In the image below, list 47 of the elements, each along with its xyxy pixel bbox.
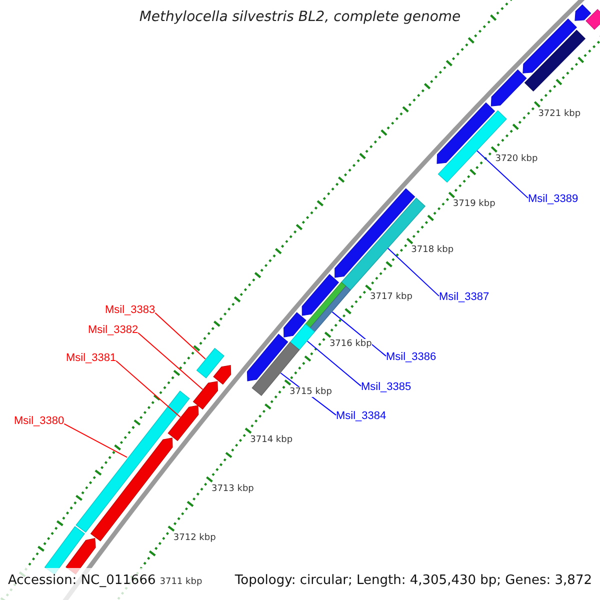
genome-info-text: Topology: circular; Length: 4,305,430 bp; Genes: 3,872 <box>234 574 592 589</box>
scale-label: 3721 kbp <box>538 108 581 120</box>
gene-label: Msil_3381 <box>66 352 116 365</box>
leader-line <box>387 248 440 297</box>
leader-line <box>476 150 528 199</box>
scale-label: 3711 kbp <box>160 577 202 588</box>
scale-label: 3713 kbp <box>211 484 254 494</box>
leader-line <box>138 332 204 390</box>
gene-feature <box>302 274 340 316</box>
gene-label: Msil_3386 <box>386 351 436 364</box>
gene-label: Msil_3385 <box>361 381 412 394</box>
leader-line <box>306 340 362 387</box>
accession-text: Accession: NC_011666 <box>8 574 156 589</box>
leader-line <box>332 311 386 357</box>
gene-label: Msil_3389 <box>528 193 578 206</box>
scale-label: 3716 kbp <box>329 339 372 350</box>
chart-title: Methylocella silvestris BL2, complete genome <box>139 9 461 26</box>
leader-line <box>116 360 181 418</box>
gene-feature <box>586 9 600 30</box>
gene-feature <box>246 334 288 382</box>
scale-label: 3717 kbp <box>370 292 412 302</box>
scale-label: 3719 kbp <box>452 199 496 210</box>
gene-feature <box>168 405 199 442</box>
scale-label: 3720 kbp <box>495 154 538 164</box>
gene-feature <box>522 18 577 74</box>
gene-feature <box>304 282 351 334</box>
scale-label: 3715 kbp <box>290 386 332 398</box>
gene-feature <box>192 381 218 410</box>
gene-label: Msil_3384 <box>336 410 386 423</box>
gene-feature <box>574 4 592 21</box>
gene-label: Msil_3380 <box>14 415 64 428</box>
leader-line <box>154 312 206 360</box>
gene-feature <box>524 30 586 92</box>
gene-feature <box>290 324 316 350</box>
scale-label: 3714 kbp <box>250 435 293 446</box>
gene-feature <box>436 102 496 164</box>
scale-label: 3712 kbp <box>173 532 216 544</box>
gene-feature <box>90 438 173 542</box>
gene-feature <box>490 69 527 106</box>
scale-label: 3718 kbp <box>411 245 454 256</box>
gene-label: Msil_3383 <box>105 304 156 317</box>
gene-feature <box>196 348 224 378</box>
gene-label: Msil_3387 <box>439 291 490 304</box>
gene-label: Msil_3382 <box>88 324 138 337</box>
gene-feature <box>213 365 232 385</box>
gene-feature <box>76 390 190 533</box>
leader-line <box>64 423 128 458</box>
